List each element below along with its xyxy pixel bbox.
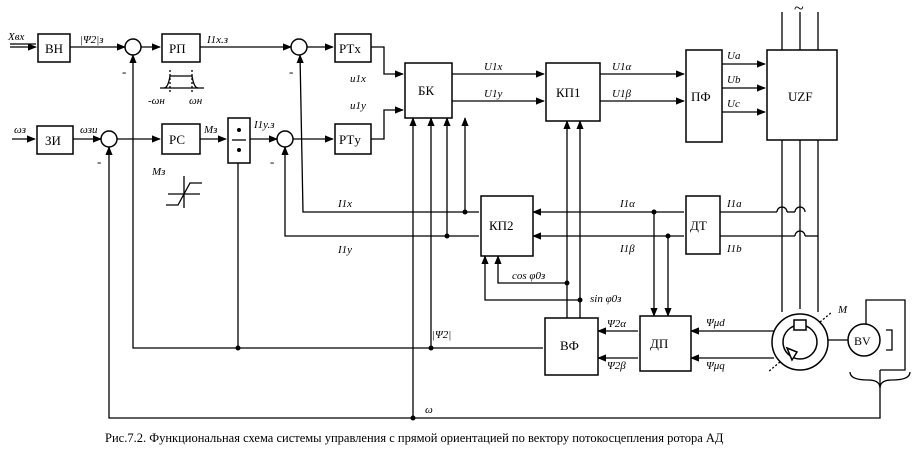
signal-Ub: Ub [727, 74, 741, 86]
summing-junctions [100, 38, 308, 148]
signal-U1a: U1α [612, 61, 631, 73]
signal-i1a-dt: I1a [726, 198, 742, 210]
signal-i1y-fb: I1y [337, 244, 352, 256]
minus-sign: - [97, 154, 101, 169]
ac-supply-icon: ~ [794, 0, 804, 18]
signal-i1b-dt: I1b [726, 243, 742, 255]
graph-wn-pos: ωн [189, 95, 203, 107]
block-rp [161, 33, 201, 63]
signal-psi-md: Ψμd [706, 317, 725, 329]
signal-psi2a: Ψ2α [607, 318, 626, 330]
figure-caption: Рис.7.2. Функциональная схема системы уп… [105, 431, 724, 445]
block-rty [334, 123, 372, 155]
label-motor: M [837, 304, 848, 316]
signal-psi2b: Ψ2β [607, 360, 626, 372]
signal-Uc: Uc [727, 98, 740, 110]
signal-w-zi: ωзи [80, 124, 98, 136]
motor-sensor [785, 346, 799, 362]
label-pf: ПФ [691, 89, 711, 104]
label-dt: ДТ [690, 218, 707, 233]
blocks [36, 33, 838, 376]
signal-i1y-z: I1y.з [253, 119, 274, 131]
sum-current-y [276, 130, 294, 148]
motor-sensor [793, 319, 807, 331]
motor [767, 311, 833, 373]
block-pf [685, 49, 723, 143]
signal-labels: Xвх |Ψ2|з I1x.з ωз ωзи Mз I1y.з u1x u1y … [7, 31, 742, 416]
minus-sign: - [122, 64, 126, 79]
minus-sign: - [270, 154, 274, 169]
block-vf [544, 317, 599, 376]
label-kp1: КП1 [556, 85, 581, 100]
signal-m-z: Mз [203, 124, 217, 136]
label-rtx: РТx [339, 41, 361, 56]
signal-i1x-z: I1x.з [206, 34, 228, 46]
block-labels: ВН ЗИ РП РС РТx РТy БК КП1 ПФ UZF КП2 ДТ… [45, 41, 871, 353]
block-rtx [334, 33, 372, 63]
block-kp2 [480, 195, 534, 257]
label-bv: BV [854, 334, 871, 348]
signal-psi-mq: Ψμq [706, 360, 725, 372]
label-bk: БК [418, 83, 434, 98]
signal-u1y: u1y [350, 100, 366, 112]
label-vn: ВН [45, 41, 63, 56]
label-rty: РТy [339, 132, 361, 147]
block-zi [36, 125, 74, 155]
signal-cos: cos φ0з [512, 270, 545, 282]
signal-U1x: U1x [484, 61, 502, 73]
label-dp: ДП [650, 336, 668, 351]
block-rs [161, 123, 201, 155]
signal-omega: ω [425, 404, 433, 416]
label-uzf: UZF [788, 89, 813, 104]
block-dt [685, 195, 721, 255]
graph-mz-label: Mз [151, 166, 165, 178]
sum-speed [100, 130, 118, 148]
tachogenerator [847, 323, 881, 357]
signal-i1b-fb: I1β [619, 243, 635, 255]
signal-psi2-z: |Ψ2|з [80, 34, 104, 46]
block-vn [37, 33, 71, 63]
signal-psi2-mod: |Ψ2| [432, 329, 451, 341]
divide-symbol-icon [232, 128, 246, 152]
signal-Ua: Ua [727, 50, 741, 62]
signal-i1a-fb: I1α [619, 198, 635, 210]
minus-sign: - [289, 64, 293, 79]
graph-wn-neg: -ωн [148, 95, 165, 107]
brush-icon [886, 329, 893, 351]
signal-u1x: u1x [350, 73, 366, 85]
connections [10, 12, 911, 419]
sum-current-x [290, 38, 308, 56]
signal-U1y: U1y [484, 88, 502, 100]
block-bk [404, 62, 453, 119]
label-rs: РС [169, 132, 185, 147]
label-zi: ЗИ [45, 133, 61, 148]
label-vf: ВФ [560, 338, 579, 353]
signal-U1b: U1β [612, 88, 631, 100]
block-uzf [766, 49, 838, 141]
block-kp1 [545, 62, 601, 122]
signal-w-z: ωз [14, 124, 26, 136]
signal-x-vh: Xвх [7, 31, 24, 43]
junctions [235, 209, 671, 421]
label-kp2: КП2 [489, 218, 514, 233]
block-dp [639, 315, 692, 372]
saturation-curve-icon [166, 176, 202, 208]
limiter-curve-icon [160, 70, 204, 93]
signal-i1x-fb: I1x [337, 198, 352, 210]
label-rp: РП [169, 41, 186, 56]
signal-sin: sin φ0з [590, 293, 621, 305]
sum-flux [124, 38, 142, 56]
